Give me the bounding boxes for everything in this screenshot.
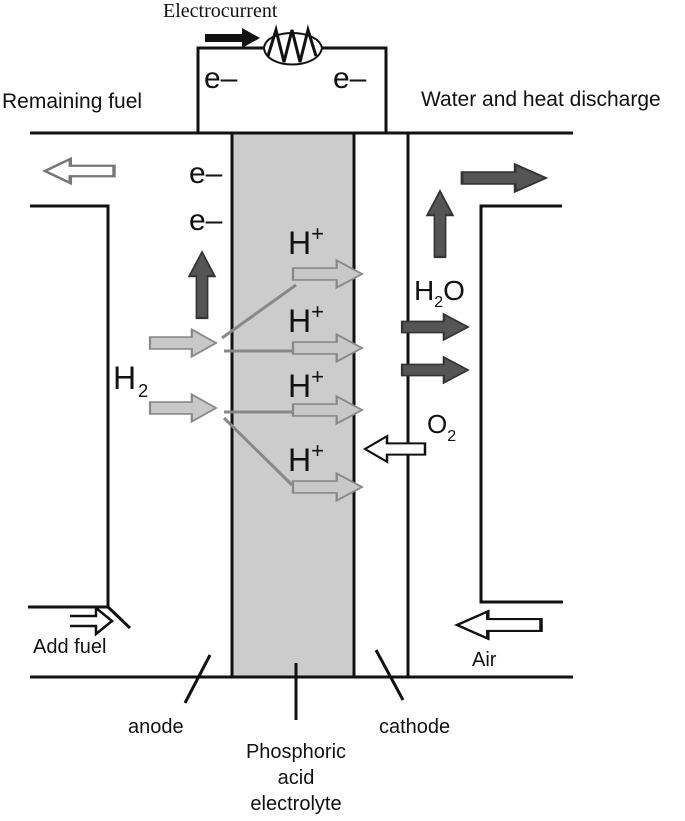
add-fuel-label: Add fuel <box>33 636 106 658</box>
hydrogen-arrow-icon <box>148 328 218 358</box>
anode-electron-label: e– <box>189 157 223 190</box>
cathode-leader-line <box>374 649 405 701</box>
electrocurrent-label: Electrocurrent <box>163 0 278 22</box>
proton-label: H+ <box>288 221 324 261</box>
anode-label: anode <box>128 716 184 738</box>
remaining-fuel-label: Remaining fuel <box>2 90 142 113</box>
electrocurrent-arrow-icon <box>205 28 260 48</box>
electrolyte-label-line3: electrolyte <box>250 793 341 815</box>
add-fuel-arrow-icon <box>70 605 114 637</box>
anode-chamber-wall-stub <box>106 605 132 630</box>
hydrogen-arrow-icon <box>148 393 218 423</box>
anode-chamber-upper-wall <box>30 204 110 607</box>
discharge-arrow-icon <box>460 162 548 194</box>
proton-label: H+ <box>288 438 324 478</box>
cathode-label: cathode <box>379 716 450 738</box>
anode-leader-line <box>183 654 212 704</box>
resistor-zigzag-icon <box>262 24 324 66</box>
water-up-arrow-icon <box>426 189 454 259</box>
water-out-arrow-icon <box>400 313 470 341</box>
air-label: Air <box>472 649 497 671</box>
air-arrow-icon <box>455 609 543 641</box>
electrolyte-label-line1: Phosphoric <box>246 741 346 763</box>
water-heat-discharge-label: Water and heat discharge <box>421 88 661 111</box>
cathode-chamber-upper-wall <box>479 204 563 604</box>
circuit-electron-right-label: e– <box>333 62 367 95</box>
remaining-fuel-arrow-icon <box>43 157 116 185</box>
circuit-electron-left-label: e– <box>204 62 238 95</box>
external-circuit-wire-right <box>322 46 388 133</box>
proton-label: H+ <box>288 364 324 404</box>
anode-electron-label: e– <box>189 204 223 237</box>
oxygen-label: O2 <box>427 409 456 445</box>
water-out-arrow-icon <box>400 356 470 384</box>
proton-path-lines <box>221 283 297 487</box>
electron-up-arrow-icon <box>188 250 216 320</box>
electrolyte-label-line2: acid <box>278 767 315 789</box>
oxygen-arrow-icon <box>363 434 427 464</box>
water-label: H2O <box>414 275 465 311</box>
proton-label: H+ <box>288 299 324 339</box>
